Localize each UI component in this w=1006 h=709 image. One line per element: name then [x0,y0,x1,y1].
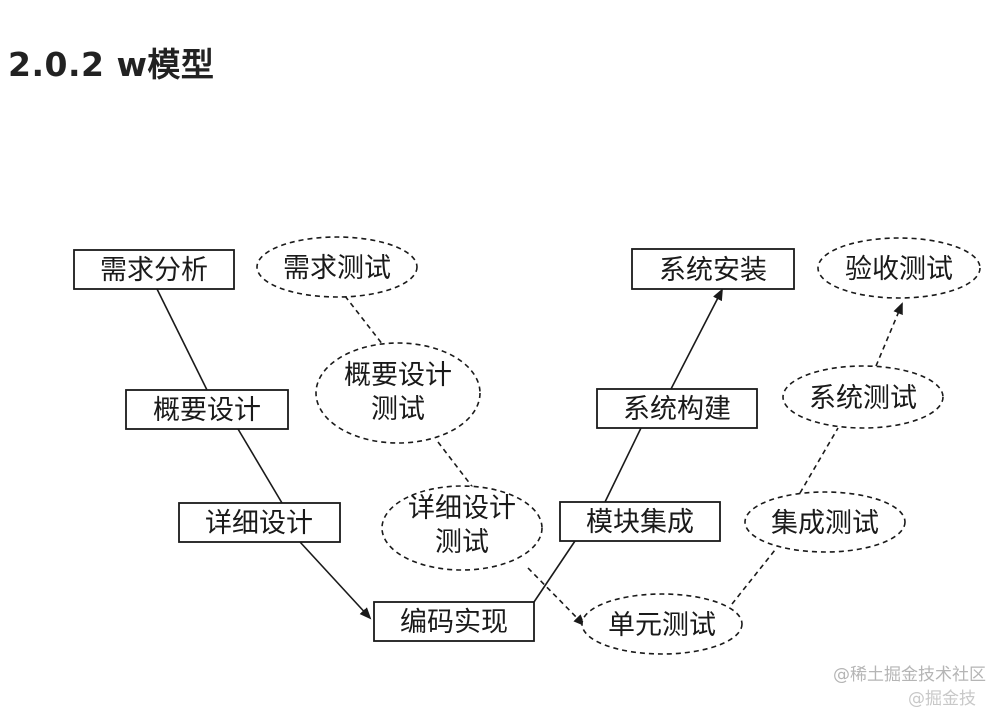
svg-text:系统安装: 系统安装 [659,255,767,286]
node-module-integration: 模块集成 [559,501,721,542]
svg-text:概要设计: 概要设计 [344,360,452,391]
node-integration-test: 集成测试 [744,491,906,553]
connector-detail-to-coding [299,541,372,620]
node-system-build: 系统构建 [596,388,758,429]
svg-text:系统测试: 系统测试 [809,383,917,414]
watermark-text: @稀土掘金技术社区 [833,665,986,685]
connector-module-to-build [604,427,642,503]
svg-text:集成测试: 集成测试 [771,508,879,539]
node-system-install: 系统安装 [631,248,795,290]
svg-text:需求测试: 需求测试 [283,253,391,284]
page-title: 2.0.2 w模型 [8,45,215,84]
connector-reqtest-to-outlinetest [344,295,384,346]
node-outline-design: 概要设计 [125,389,289,430]
node-unit-test: 单元测试 [581,593,743,655]
node-req-test: 需求测试 [256,236,418,298]
node-detail-test: 详细设计 测试 [381,485,543,571]
node-req-analysis: 需求分析 [73,249,235,290]
svg-text:编码实现: 编码实现 [400,607,508,638]
svg-text:详细设计: 详细设计 [408,493,516,524]
connector-integration-to-systest [799,427,839,494]
connector-coding-to-module [533,540,576,603]
watermark-text-secondary: @掘金技 [908,689,976,709]
svg-text:测试: 测试 [435,527,489,558]
svg-text:详细设计: 详细设计 [205,508,313,539]
connector-req-to-outline [156,288,208,391]
svg-text:测试: 测试 [371,394,425,425]
connector-outlinetest-to-detailtest [437,441,475,490]
connector-build-to-install [670,288,723,390]
node-system-test: 系统测试 [782,365,944,429]
svg-text:单元测试: 单元测试 [608,610,716,641]
svg-text:需求分析: 需求分析 [100,255,208,286]
node-outline-test: 概要设计 测试 [315,342,481,444]
connector-systest-to-acceptance [875,302,903,367]
connector-outline-to-detail [237,428,283,504]
svg-text:系统构建: 系统构建 [623,394,731,425]
svg-text:模块集成: 模块集成 [586,507,694,538]
connector-unittest-to-integration [731,549,776,605]
connector-detailtest-to-unittest [527,567,586,627]
node-detail-design: 详细设计 [178,502,341,543]
node-coding: 编码实现 [373,601,535,642]
svg-text:验收测试: 验收测试 [845,254,953,285]
svg-text:概要设计: 概要设计 [153,395,261,426]
node-acceptance-test: 验收测试 [817,237,981,299]
